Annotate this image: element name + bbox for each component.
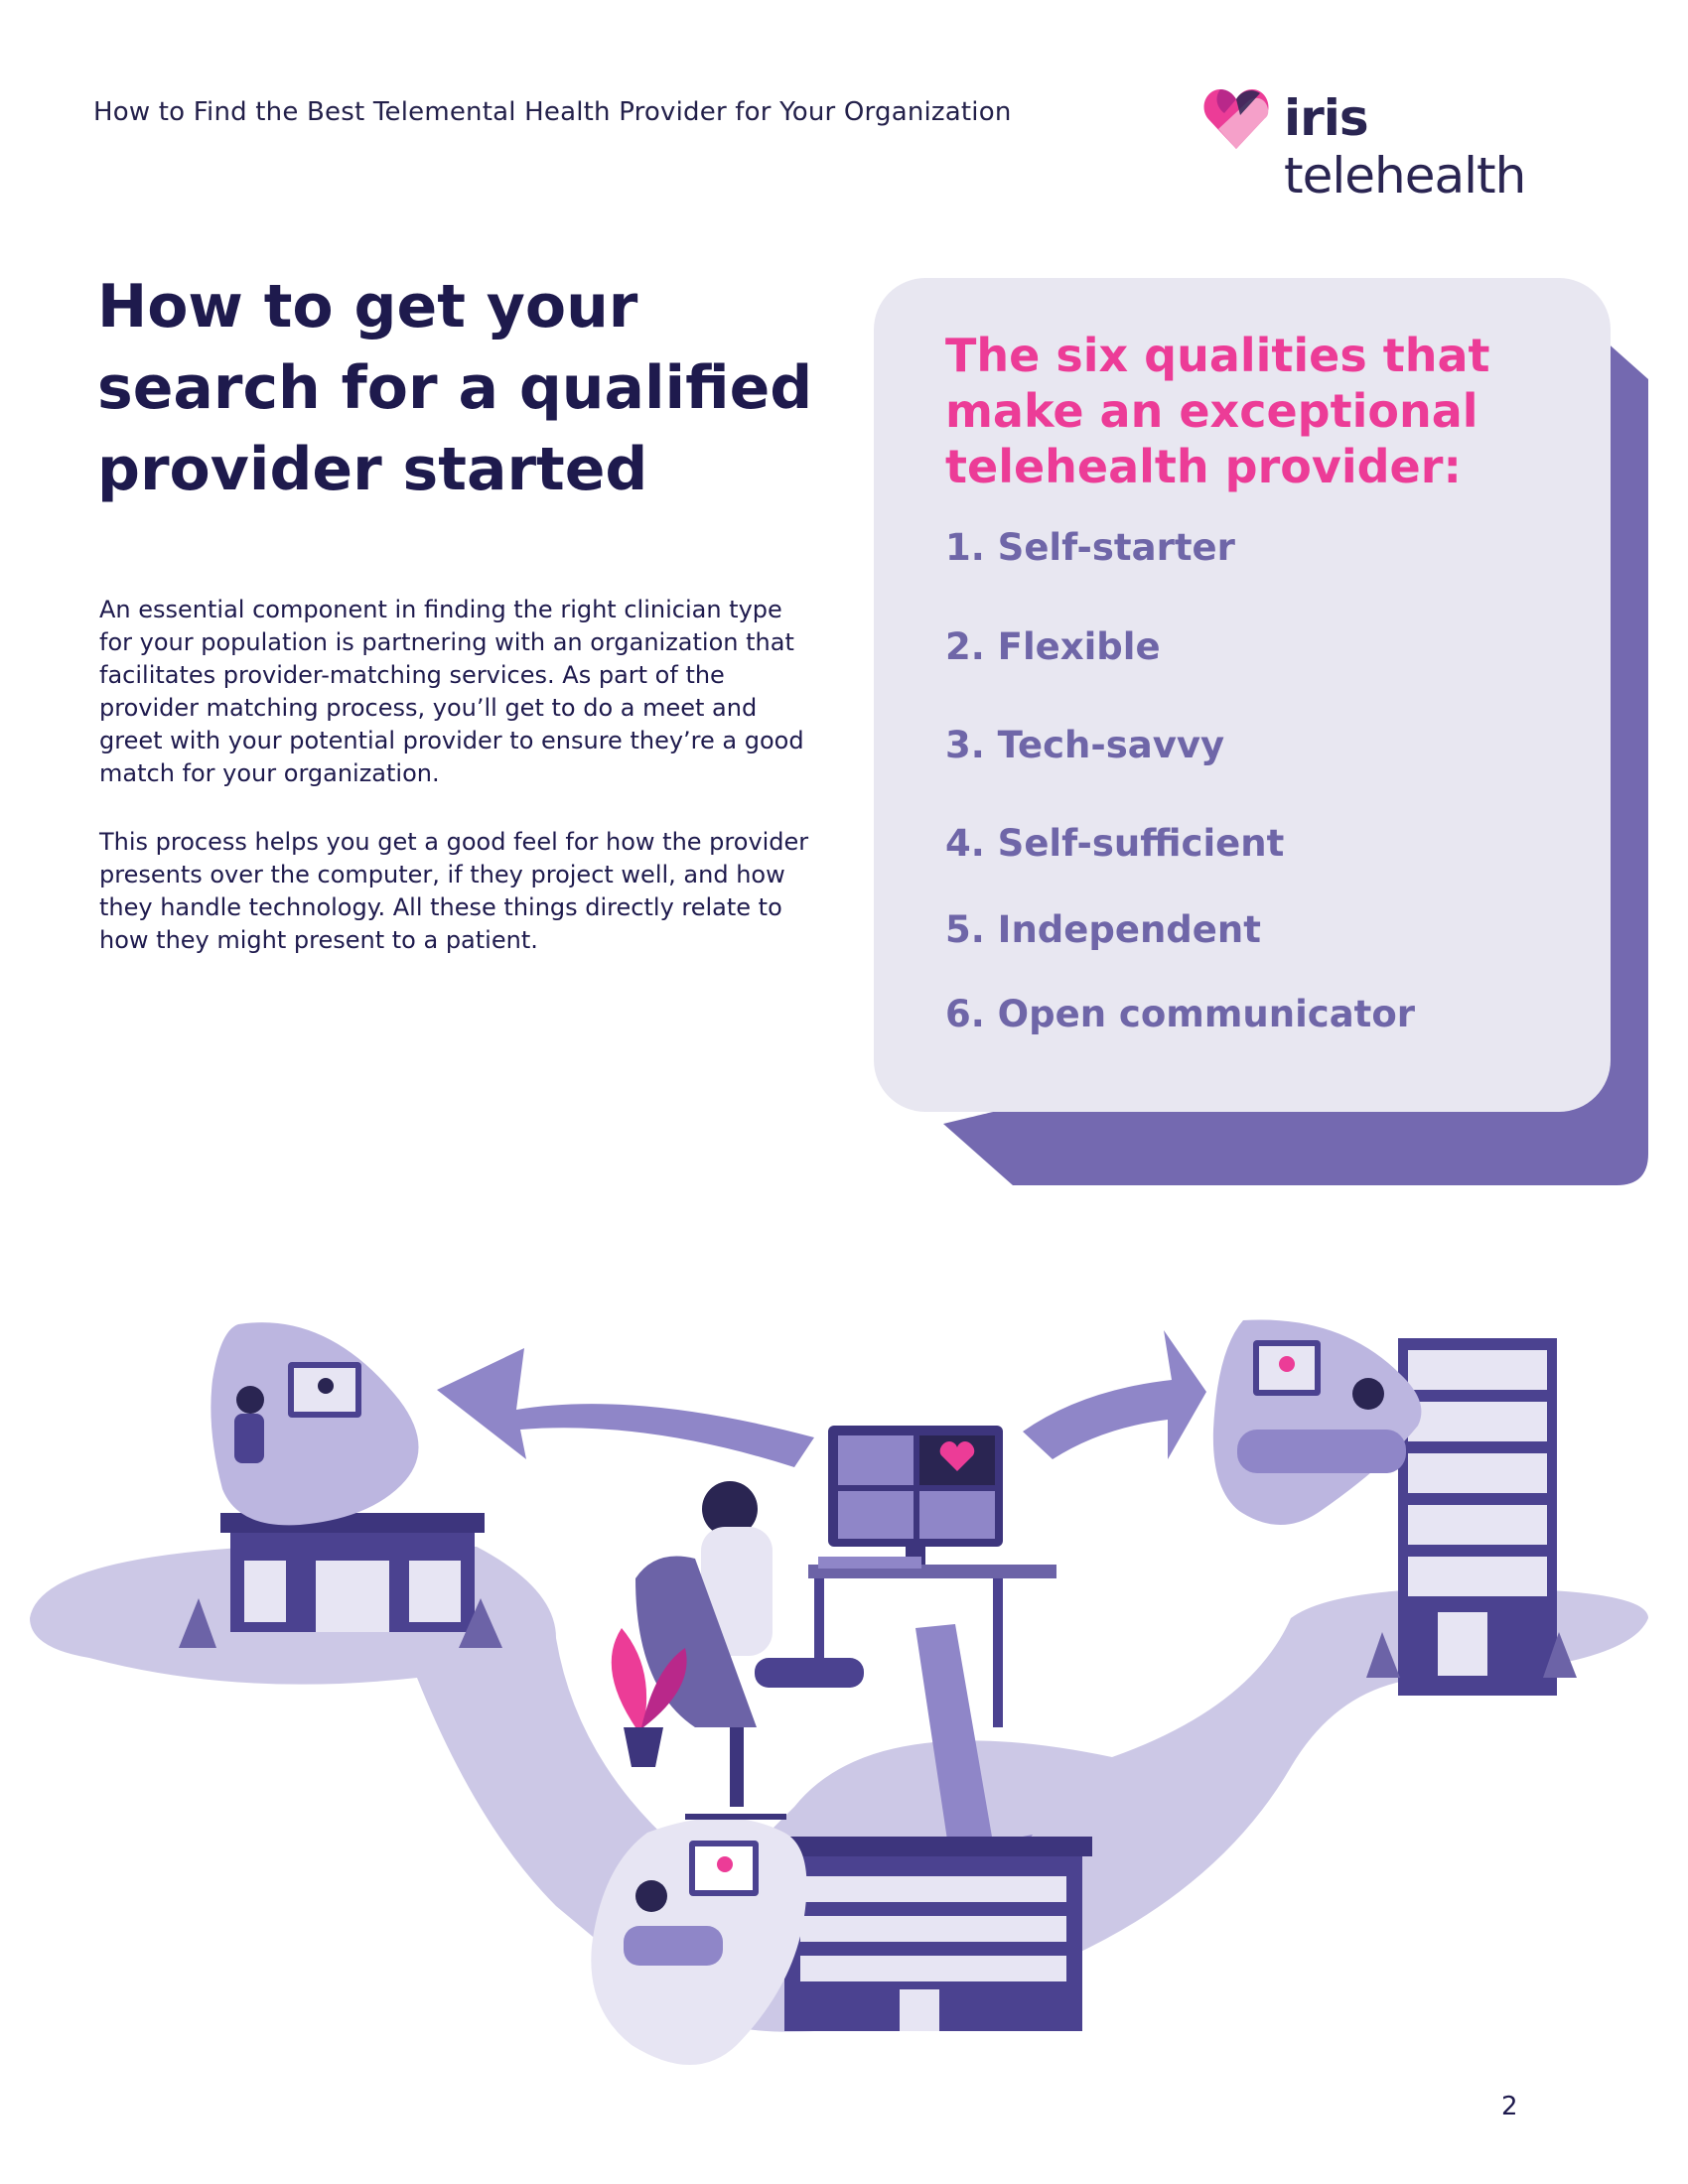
telehealth-illustration <box>30 1319 1648 2065</box>
quality-item: 1. Self-starter <box>945 526 1235 569</box>
arrow-left-icon <box>437 1348 814 1467</box>
heart-logo-icon <box>1203 89 1269 149</box>
page-number: 2 <box>1501 2092 1518 2121</box>
arrow-right-icon <box>1023 1330 1206 1459</box>
logo-wordmark: iris telehealth <box>1284 89 1526 205</box>
iris-telehealth-logo: iris telehealth <box>1196 79 1594 205</box>
arrow-down-icon <box>909 1624 1033 1906</box>
page-title: How to get your search for a qualified p… <box>97 272 813 504</box>
quality-item: 3. Tech-savvy <box>945 724 1225 766</box>
qualities-card <box>874 278 1611 1112</box>
quality-item: 5. Independent <box>945 908 1261 951</box>
quality-item: 6. Open communicator <box>945 993 1416 1035</box>
document-header-title: How to Find the Best Telemental Health P… <box>93 97 1012 127</box>
intro-paragraph: An essential component in finding the ri… <box>99 596 804 787</box>
quality-item: 2. Flexible <box>945 625 1161 668</box>
process-paragraph: This process helps you get a good feel f… <box>99 828 809 954</box>
quality-item: 4. Self-sufficient <box>945 822 1285 865</box>
qualities-heading: The six qualities that make an exception… <box>945 329 1490 493</box>
